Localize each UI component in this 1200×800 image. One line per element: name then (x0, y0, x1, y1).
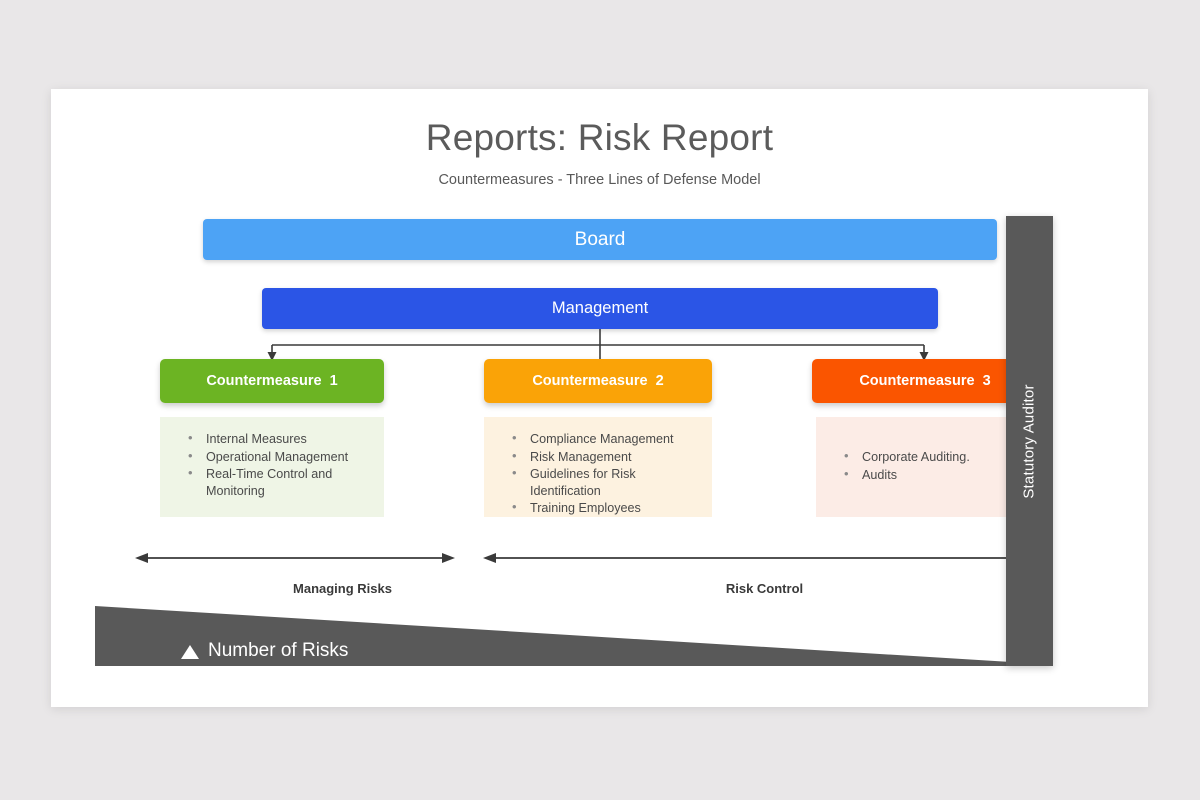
list-item: Corporate Auditing. (840, 448, 1024, 466)
arrow-head-left-1 (135, 553, 148, 563)
slide-surface: Reports: Risk Report Countermeasures - T… (51, 89, 1148, 707)
arrow-head-right-1 (442, 553, 455, 563)
countermeasure-1-header[interactable]: Countermeasure 1 (160, 359, 384, 403)
list-item: Training Employees (508, 499, 702, 517)
wedge-label: Number of Risks (181, 640, 348, 662)
board-label: Board (574, 228, 626, 250)
list-item: Guidelines for Risk Identification (508, 465, 702, 499)
list-item: Compliance Management (508, 430, 702, 448)
management-label: Management (551, 299, 649, 317)
statutory-auditor-label: Statutory Auditor (1021, 383, 1039, 499)
connector-lines (267, 329, 929, 361)
number-of-risks-wedge (95, 606, 1011, 666)
list-item: Internal Measures (184, 430, 374, 448)
countermeasure-3-header[interactable]: Countermeasure 3 (812, 359, 1038, 403)
countermeasure-3-body: Corporate Auditing. Audits (816, 417, 1034, 517)
countermeasure-3-list: Corporate Auditing. Audits (840, 448, 1024, 484)
page-title: Reports: Risk Report (425, 117, 774, 158)
countermeasure-2-header[interactable]: Countermeasure 2 (484, 359, 712, 403)
up-triangle-icon (181, 645, 199, 659)
list-item: Real-Time Control and Monitoring (184, 465, 374, 499)
countermeasure-2-list: Compliance Management Risk Management Gu… (508, 430, 702, 517)
list-item: Audits (840, 466, 1024, 484)
range-label-managing-risks: Managing Risks (293, 581, 392, 596)
page-subtitle: Countermeasures - Three Lines of Defense… (438, 172, 761, 188)
list-item: Operational Management (184, 448, 374, 466)
countermeasure-1-list: Internal Measures Operational Management… (184, 430, 374, 499)
board-bar[interactable]: Board (203, 219, 997, 260)
list-item: Risk Management (508, 448, 702, 466)
range-arrows (135, 553, 1046, 563)
statutory-auditor-bar[interactable]: Statutory Auditor (1006, 216, 1053, 666)
arrow-head-left-2 (483, 553, 496, 563)
countermeasure-1-body: Internal Measures Operational Management… (160, 417, 384, 517)
range-label-risk-control: Risk Control (725, 581, 804, 596)
management-bar[interactable]: Management (262, 288, 938, 329)
wedge-label-text: Number of Risks (208, 640, 349, 661)
countermeasure-2-body: Compliance Management Risk Management Gu… (484, 417, 712, 517)
